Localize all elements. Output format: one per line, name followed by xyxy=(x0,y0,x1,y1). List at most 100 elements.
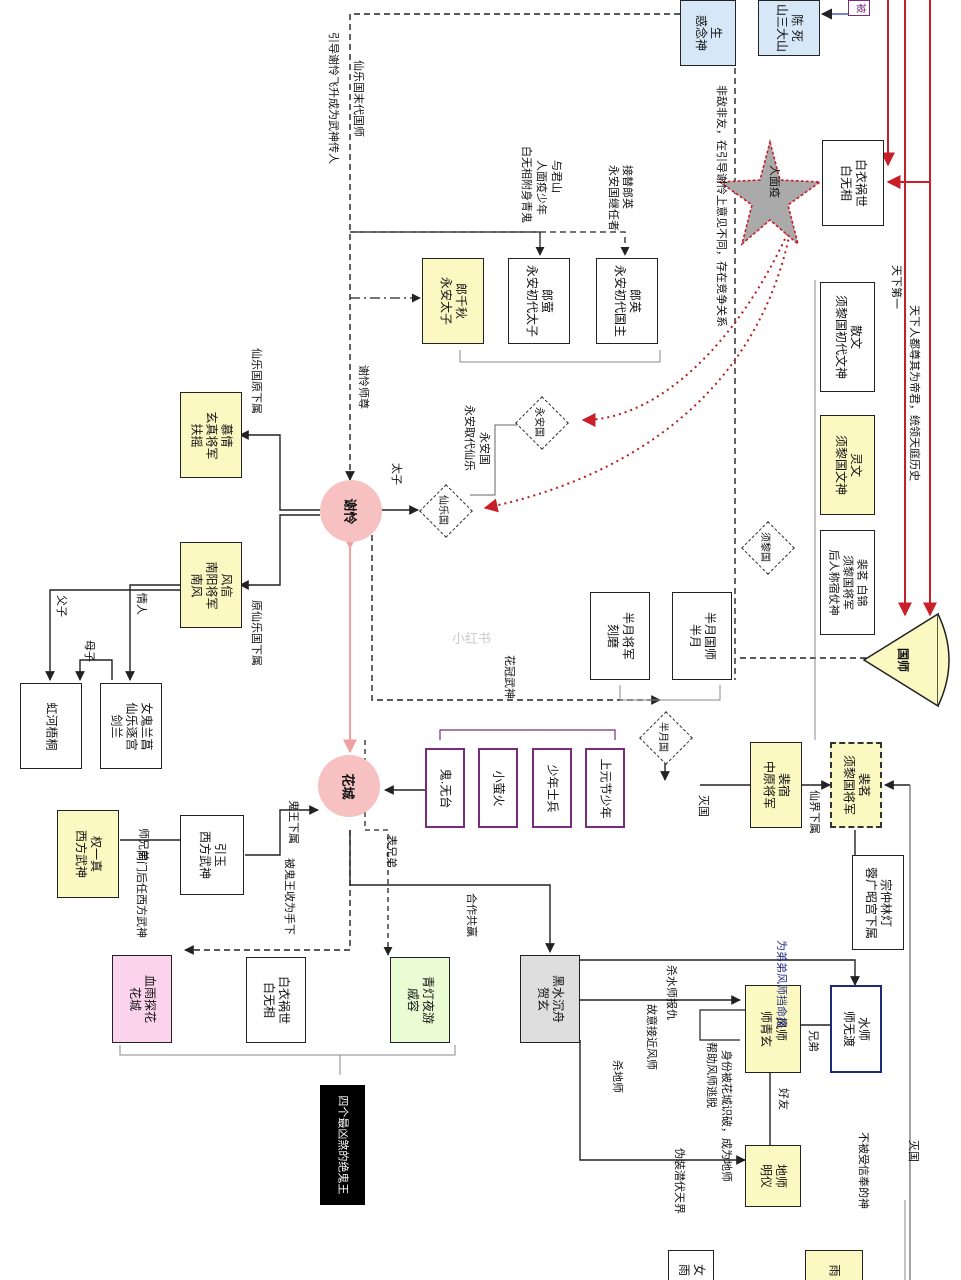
label-zhuli2: 帮助风师逃脱 xyxy=(705,1042,718,1108)
qinglan-box: 青灯夜游戚容 xyxy=(390,957,450,1043)
peiming2-box: 裴茗须黎国将军 xyxy=(830,742,882,828)
label-shixiong2: 同门后任西方武神 xyxy=(135,850,148,938)
dishi-box: 地师明仪 xyxy=(745,1145,801,1207)
baiwu-label: 白衣祸世白无相 xyxy=(261,975,291,1025)
yongan-diamond: 永安国 xyxy=(515,396,569,450)
label-gujiao: 故意接近风师 xyxy=(645,1004,658,1070)
child-box: 虹河梧桐 xyxy=(20,683,82,769)
muqing-label: 慕情玄真将军扶摇 xyxy=(189,410,234,460)
bottom-box-1-label: 女雨 xyxy=(676,1263,706,1277)
shishi-box: 水师师无渡 xyxy=(830,985,882,1073)
hualian-label: 花城 xyxy=(339,772,355,800)
bottom-box-2: 雨 xyxy=(805,1250,863,1280)
label-fuzi: 父子 xyxy=(55,595,68,617)
label-huazhu: 花冠武神 xyxy=(503,655,516,699)
langying-label: 郎萤永安初代太子 xyxy=(525,264,555,338)
sanwen-box: 散文须黎国初代文神 xyxy=(820,282,875,392)
purple-tag: 被 xyxy=(848,0,870,16)
child-label: 虹河梧桐 xyxy=(44,701,59,751)
label-zhuli: 身份被花城识破，成为地师 xyxy=(720,1050,733,1182)
top-blue-box-2-label: 陈 死山三大山 xyxy=(774,3,804,53)
xiaopeng-box: 小萤火 xyxy=(478,748,518,828)
label-yushu: 与君山 xyxy=(550,160,563,193)
xiaopeng-label: 小萤火 xyxy=(491,769,506,807)
heixuan-box: 黑水沉舟贺玄 xyxy=(520,955,580,1043)
top-blue-box-1: 生惑念神 xyxy=(680,0,736,66)
label-huaxie: 表兄弟 xyxy=(385,835,398,868)
label-jiaoyu: 被鬼王收为手下 xyxy=(283,858,296,935)
sanwen-label: 散文须黎国初代文神 xyxy=(833,294,863,380)
heixuan-label: 黑水沉舟贺玄 xyxy=(535,974,565,1024)
quanyizhen-box: 权一真西方武神 xyxy=(57,810,119,898)
label-yonga2: 永安取代仙乐 xyxy=(463,405,476,471)
qianqiu-group-label: 宗仲林灯蓉广昭宫下属 xyxy=(864,866,894,939)
xuli-diamond: 须黎国 xyxy=(741,521,795,575)
fengxin-box: 风信南阳将军南风 xyxy=(180,542,242,628)
label-tianwan: 天下第一 xyxy=(890,265,903,309)
shaonian-box: 少年士兵 xyxy=(532,748,572,828)
qianqiu-group-box: 宗仲林灯蓉广昭宫下属 xyxy=(852,855,904,950)
gui-wuguang-box: 鬼.无台 xyxy=(425,748,465,828)
peiming-group-label: 裴茗 白锦须黎国将军后人称宿仗神 xyxy=(827,549,869,616)
top-blue-box-2: 陈 死山三大山 xyxy=(758,0,820,56)
label-guoqiu: 合作共赢 xyxy=(465,893,478,937)
bottom-box-2-label: 雨 xyxy=(827,1263,842,1277)
banyue-gen-box: 半月将军刻磨 xyxy=(590,592,650,680)
banyue-diamond: 半月国 xyxy=(639,711,693,765)
label-banyue-xia: 仙界下属 xyxy=(808,790,821,834)
label-xielu: 杀地师 xyxy=(611,1060,624,1093)
fengxin-label: 风信南阳将军南风 xyxy=(189,560,234,610)
label-huashi: 谢怜师尊 xyxy=(357,365,370,409)
label-weizhuang: 伪装潜伏天界 xyxy=(673,1148,686,1214)
peiming-group-box: 裴茗 白锦须黎国将军后人称宿仗神 xyxy=(820,530,875,635)
langying2-box: 郎英永安初代国主 xyxy=(596,258,658,344)
banyue-guoshi-label: 半月国师半月 xyxy=(687,611,717,661)
label-mianqi: 鬼王下属 xyxy=(287,800,300,844)
label-taizi: 太子 xyxy=(390,463,403,485)
label-xiexi: 仙乐国末代国师 xyxy=(352,60,365,137)
shangyuan-box: 上元节少年 xyxy=(585,748,625,828)
yongan-label: 永安国 xyxy=(533,407,545,437)
purple-tag-label: 被 xyxy=(854,3,866,13)
xianle-diamond: 仙乐国 xyxy=(419,484,473,538)
banyue-guoshi-box: 半月国师半月 xyxy=(672,592,732,680)
lingwen-box: 灵文须黎国文神 xyxy=(820,415,875,515)
label-gaijin2: 原仙乐国下属 xyxy=(250,600,263,666)
xielian-label: 谢怜 xyxy=(341,497,357,525)
sanlang-box: 郎千秋永安太子 xyxy=(422,258,484,344)
label-huaxin2: 永安国继任者 xyxy=(607,165,620,231)
pei-su-label: 裴宿中原将军 xyxy=(761,760,791,810)
lingwen-label: 灵文须黎国文神 xyxy=(833,434,863,496)
bottom-box-1: 女雨 xyxy=(668,1250,714,1280)
four-kings-box: 四个最凶煞的绝鬼王 xyxy=(320,1085,365,1205)
qinglan-label: 青灯夜游戚容 xyxy=(405,975,435,1025)
shishi-label: 水师师无渡 xyxy=(841,1010,871,1048)
shaonian-label: 少年士兵 xyxy=(545,763,560,813)
xuehe-label: 血雨探花花城 xyxy=(127,974,157,1024)
muqing-box: 慕情玄真将军扶摇 xyxy=(180,392,242,478)
yinyu-label: 引玉西方武神 xyxy=(197,830,227,880)
label-tianwan2: 天下人都尊其为帝君，统领天庭历史 xyxy=(908,305,921,481)
label-muzi: 母子 xyxy=(83,640,96,662)
xielian-node: 谢怜 xyxy=(320,480,382,542)
label-huaxin: 接替郎英 xyxy=(621,165,634,209)
peiming2-label: 裴茗须黎国将军 xyxy=(842,754,872,816)
banyue-gen-label: 半月将军刻磨 xyxy=(605,611,635,661)
label-haoyou: 好友 xyxy=(777,1088,790,1110)
hualian-node: 花城 xyxy=(318,755,380,817)
gui-wuguang-label: 鬼.无台 xyxy=(438,768,453,808)
xuli-label: 须黎国 xyxy=(759,532,771,562)
label-feiwu: 非敌非友，在引导谢怜上意见不同，存在竞争关系 xyxy=(715,85,728,327)
label-gaijin: 仙乐国原下属 xyxy=(250,348,263,414)
label-mieguo2: 灭国 xyxy=(907,1140,920,1162)
yinyu-box: 引玉西方武神 xyxy=(180,815,244,895)
banyue-label: 半月国 xyxy=(657,722,669,752)
nvgui-label: 女鬼兰菖仙乐逐宫剑兰 xyxy=(109,701,154,751)
quanyizhen-label: 权一真西方武神 xyxy=(73,829,103,879)
pei-su-box: 裴宿中原将军 xyxy=(750,742,802,828)
label-mieguo: 灭国 xyxy=(697,795,710,817)
langying2-label: 郎英永安初代国主 xyxy=(613,264,643,338)
xianle-label: 仙乐国 xyxy=(437,495,449,525)
guoshi-label: 国师 xyxy=(896,648,910,673)
